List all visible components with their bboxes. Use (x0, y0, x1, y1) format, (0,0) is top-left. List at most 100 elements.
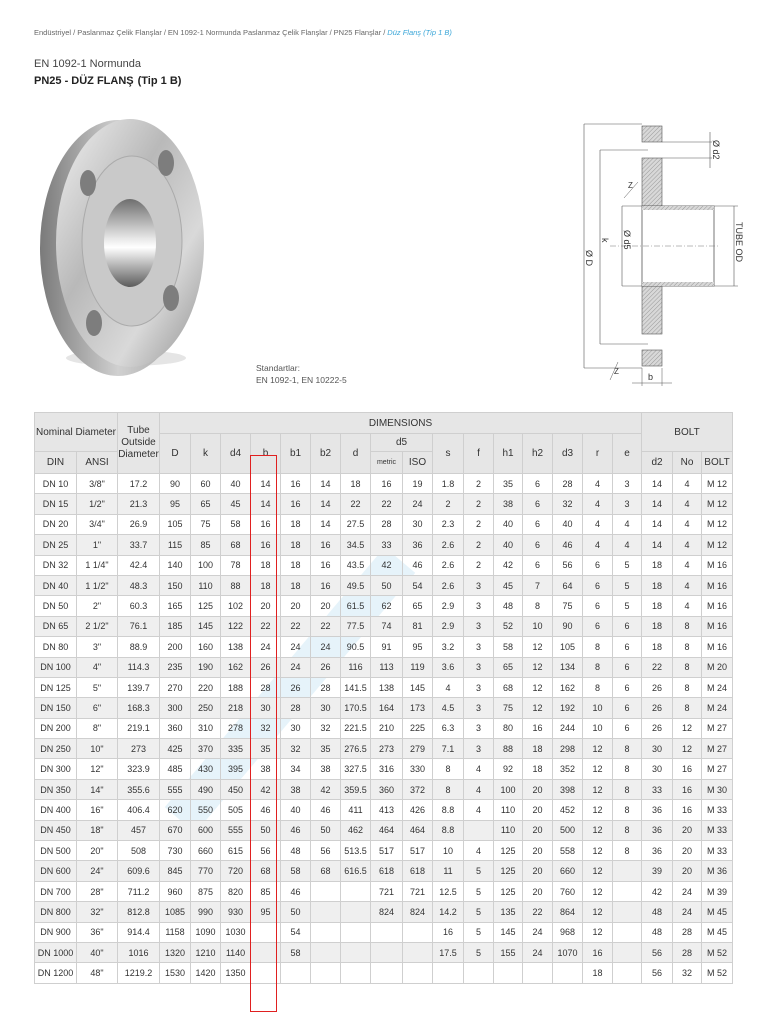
table-cell: 14 (250, 472, 281, 495)
breadcrumb-link-endustriyel[interactable]: Endüstriyel (34, 28, 72, 37)
title-text: PN25 - DÜZ FLANŞ (34, 75, 134, 87)
table-cell (370, 962, 403, 984)
table-cell: 3 (463, 676, 494, 699)
table-cell: 711.2 (117, 880, 160, 903)
breadcrumb-link-en1092-flanslar[interactable]: EN 1092-1 Normunda Paslanmaz Çelik Flanş… (167, 28, 328, 37)
table-cell: 36 (641, 799, 673, 821)
table-cell: 1" (76, 534, 118, 556)
table-cell: 244 (552, 717, 583, 740)
table-cell: 968 (552, 921, 583, 943)
table-cell: 75 (190, 513, 221, 536)
table-cell: 18 (582, 962, 613, 984)
table-cell: 8.8 (432, 799, 464, 821)
table-cell: 28" (76, 880, 118, 903)
table-cell: 90 (159, 472, 191, 495)
table-cell: 8 (612, 819, 642, 842)
table-cell (522, 962, 553, 984)
table-cell: 18 (522, 758, 553, 780)
table-cell: 1 1/4" (76, 554, 118, 576)
table-cell: 200 (159, 636, 191, 658)
table-cell: 33 (641, 778, 673, 801)
table-cell: 77.5 (340, 615, 371, 638)
breadcrumb-link-pn25-flanslar[interactable]: PN25 Flanşlar (333, 28, 382, 37)
table-cell: 40 (552, 513, 583, 536)
table-cell: M 33 (701, 840, 733, 862)
header-bolt-no: No (672, 451, 702, 474)
table-cell: 20 (672, 840, 702, 862)
table-cell: 370 (190, 738, 221, 760)
header-bolt-size: BOLT (701, 451, 733, 474)
table-cell: 110 (190, 574, 221, 597)
table-cell: 46 (402, 554, 433, 576)
table-cell: 276.5 (340, 738, 371, 760)
table-cell: M 12 (701, 513, 733, 536)
table-cell: 22 (340, 493, 371, 515)
table-cell: 134 (552, 656, 583, 678)
table-cell: 20 (522, 840, 553, 862)
table-cell: 48.3 (117, 574, 160, 597)
table-cell: 46 (280, 880, 311, 903)
table-cell: 3 (463, 615, 494, 638)
table-cell: 12 (582, 778, 613, 801)
table-cell: 22 (280, 615, 311, 638)
header-b2: b2 (310, 433, 341, 474)
table-cell: 1030 (220, 921, 251, 943)
table-cell: M 45 (701, 921, 733, 943)
title-type: (Tip 1 B) (137, 75, 182, 87)
table-cell: 36 (402, 534, 433, 556)
table-cell: 1/2" (76, 493, 118, 515)
table-cell: 35 (250, 738, 281, 760)
table-cell: 914.4 (117, 921, 160, 943)
header-b1: b1 (280, 433, 311, 474)
table-cell: M 16 (701, 636, 733, 658)
table-cell (310, 921, 341, 943)
table-cell: 250 (190, 697, 221, 719)
header-D: D (159, 433, 191, 474)
table-cell: 6 (612, 656, 642, 678)
table-cell: 36 (641, 840, 673, 862)
table-cell: 517 (402, 840, 433, 862)
table-cell: 16 (432, 921, 464, 943)
table-cell: 19 (402, 472, 433, 495)
dimension-label-D: Ø D (584, 250, 594, 267)
table-cell: 6 (522, 513, 553, 536)
header-d: d (340, 433, 371, 474)
table-cell: 33 (370, 534, 403, 556)
table-cell: 513.5 (340, 840, 371, 862)
table-cell: 618 (402, 860, 433, 882)
table-cell: 1090 (190, 921, 221, 943)
page-title: PN25 - DÜZ FLANŞ(Tip 1 B) (34, 75, 181, 87)
table-cell: 1016 (117, 941, 160, 964)
table-cell: 219.1 (117, 717, 160, 740)
table-cell: 4 (672, 554, 702, 576)
table-cell: 6 (582, 595, 613, 617)
table-cell: 20 (522, 819, 553, 842)
table-cell: 88 (493, 738, 523, 760)
table-cell: 221.5 (340, 717, 371, 740)
table-cell: 12 (672, 738, 702, 760)
table-cell: 6 (522, 534, 553, 556)
table-cell: 28 (250, 676, 281, 699)
table-cell: DN 900 (34, 921, 77, 943)
table-cell: 4 (463, 778, 494, 801)
table-cell: 18 (280, 513, 311, 536)
breadcrumb-link-paslanmaz-celik-flanslar[interactable]: Paslanmaz Çelik Flanşlar (77, 28, 162, 37)
header-h2: h2 (522, 433, 553, 474)
table-cell: 14 (641, 472, 673, 495)
table-cell: 42.4 (117, 554, 160, 576)
table-cell: 46 (552, 534, 583, 556)
table-cell: 220 (190, 676, 221, 699)
table-cell: 660 (190, 840, 221, 862)
table-cell: 6 (612, 697, 642, 719)
table-cell: 88 (220, 574, 251, 597)
table-cell: 270 (159, 676, 191, 699)
